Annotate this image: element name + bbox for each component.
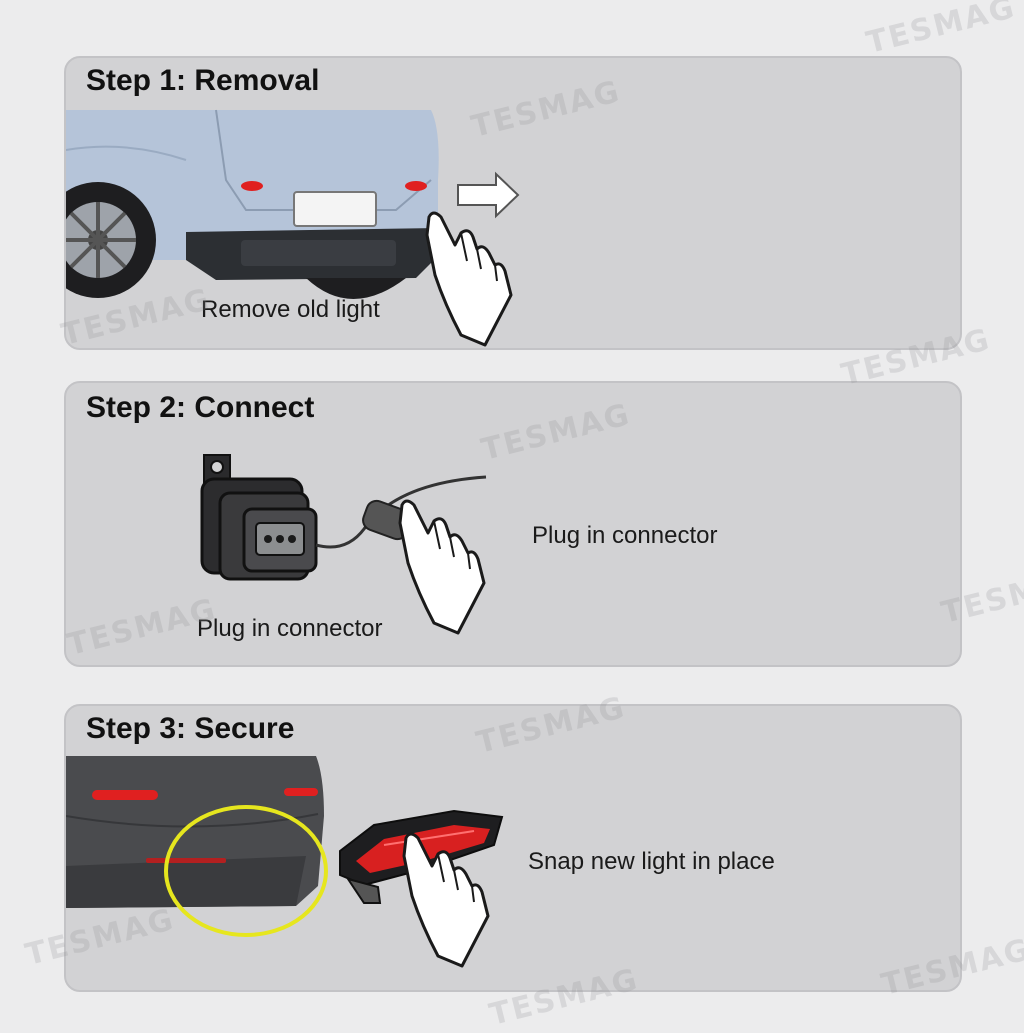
step-1-title: Step 1: Removal — [86, 64, 320, 97]
step-3-title: Step 3: Secure — [86, 712, 295, 745]
license-plate — [293, 191, 377, 227]
connector-illustration — [200, 454, 487, 635]
rear-light-right — [405, 181, 427, 191]
car-rear-illustration — [66, 109, 520, 347]
step-2-title: Step 2: Connect — [86, 391, 315, 424]
watermark: TESMAG — [863, 0, 1020, 61]
arrow-right-icon — [457, 171, 520, 219]
step-2-caption-right: Plug in connector — [532, 522, 718, 549]
pointing-hand-icon — [402, 832, 490, 968]
pointing-hand-icon — [398, 499, 486, 635]
step-3-caption: Snap new light in place — [528, 848, 775, 875]
step-1-caption: Remove old light — [201, 296, 380, 323]
step-3-panel: Step 3: Secure Snap new light in place — [64, 704, 962, 992]
step-2-panel: Step 2: Connect Plug in connector Plug i… — [64, 381, 962, 667]
step-2-caption-left: Plug in connector — [197, 615, 383, 642]
pointing-hand-icon — [425, 211, 513, 347]
highlight-ring — [164, 805, 328, 937]
car-rear-dark-illustration — [66, 756, 504, 968]
step-1-panel: Step 1: Removal Remove old light — [64, 56, 962, 350]
rear-light-left — [241, 181, 263, 191]
rear-light-left — [92, 790, 158, 800]
rear-light-right — [284, 788, 318, 796]
